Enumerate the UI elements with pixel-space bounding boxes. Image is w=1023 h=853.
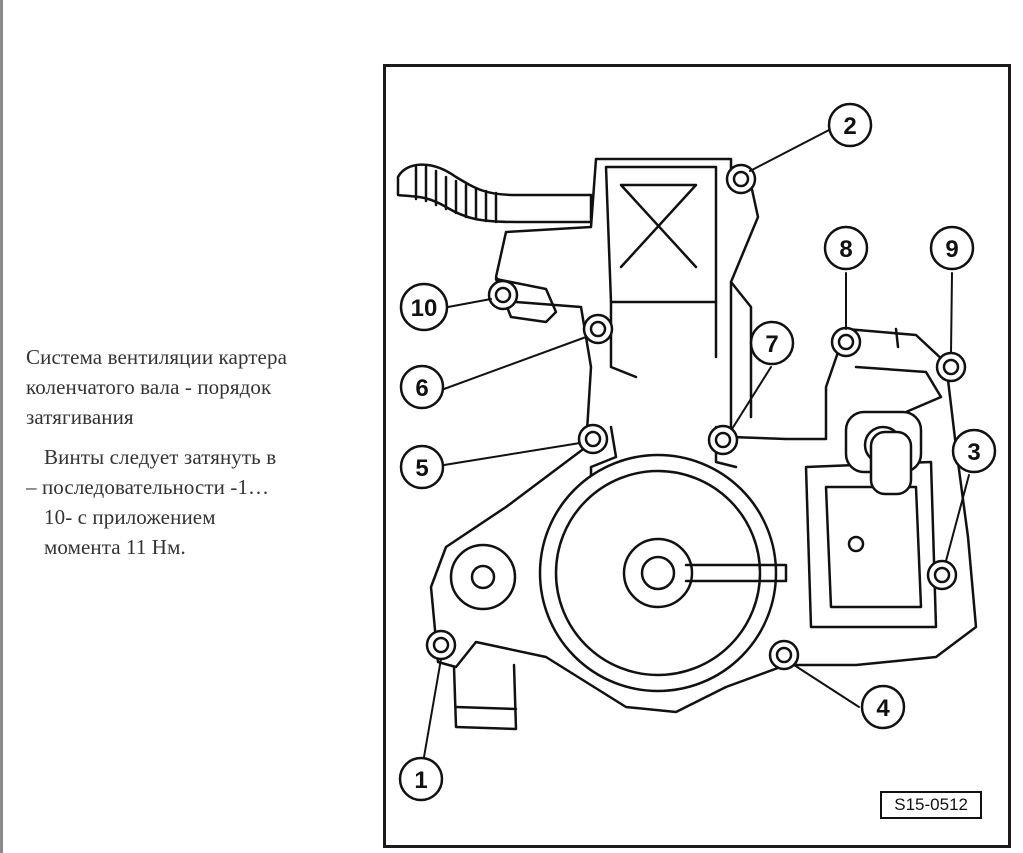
callouts: 1 2 3 4 5 6 7 8 9 10 — [398, 102, 997, 802]
figure-id: S15-0512 — [880, 791, 982, 819]
caption-heading: Система вентиляции картера коленчатого в… — [26, 345, 287, 429]
callout-5-label: 5 — [415, 455, 428, 482]
callout-9: 9 — [929, 225, 975, 271]
bolt-heads — [425, 163, 967, 671]
callout-10: 10 — [399, 282, 449, 332]
callout-4-label: 4 — [876, 695, 890, 722]
bolt-10 — [487, 279, 519, 311]
bolt-8 — [830, 326, 862, 358]
callout-6-label: 6 — [415, 375, 428, 402]
bolt-7 — [707, 424, 739, 456]
diagram-frame: 1 2 3 4 5 6 7 8 9 10 S15-0512 — [383, 64, 1011, 848]
bolt-2 — [725, 163, 757, 195]
leader-lines — [423, 128, 970, 758]
bolt-9 — [935, 351, 967, 383]
pressure-valve — [804, 327, 943, 629]
diagram-drawing: 1 2 3 4 5 6 7 8 9 10 — [396, 102, 997, 802]
callout-3: 3 — [951, 428, 997, 474]
callout-6: 6 — [399, 364, 445, 410]
caption-instructions: Винты следует затянуть в – последователь… — [26, 442, 371, 562]
callout-7-label: 7 — [765, 331, 778, 358]
caption-block: Система вентиляции картера коленчатого в… — [26, 342, 371, 562]
callout-2: 2 — [827, 102, 873, 148]
callout-8: 8 — [823, 225, 869, 271]
bolt-3 — [926, 559, 958, 591]
left-edge-rule — [0, 0, 3, 853]
callout-9-label: 9 — [945, 236, 958, 263]
callout-8-label: 8 — [839, 236, 852, 263]
separator-cover — [538, 453, 788, 693]
callout-1-label: 1 — [414, 767, 427, 794]
breather-hose — [396, 163, 593, 224]
callout-7: 7 — [749, 320, 795, 366]
bolt-1 — [425, 629, 457, 661]
callout-3-label: 3 — [967, 439, 980, 466]
callout-5: 5 — [399, 444, 445, 490]
bolt-4 — [768, 639, 800, 671]
instruction-line: момента 11 Нм. — [44, 535, 186, 559]
callout-2-label: 2 — [843, 113, 856, 140]
bolt-5 — [577, 423, 609, 455]
instruction-line: – последовательности -1… — [26, 475, 270, 499]
bolt-6 — [582, 313, 614, 345]
instruction-line: 10- с приложением — [44, 505, 216, 529]
callout-4: 4 — [860, 684, 906, 730]
callout-1: 1 — [398, 756, 444, 802]
left-port — [449, 543, 518, 731]
callout-10-label: 10 — [411, 295, 438, 322]
instruction-line: Винты следует затянуть в — [44, 445, 277, 469]
